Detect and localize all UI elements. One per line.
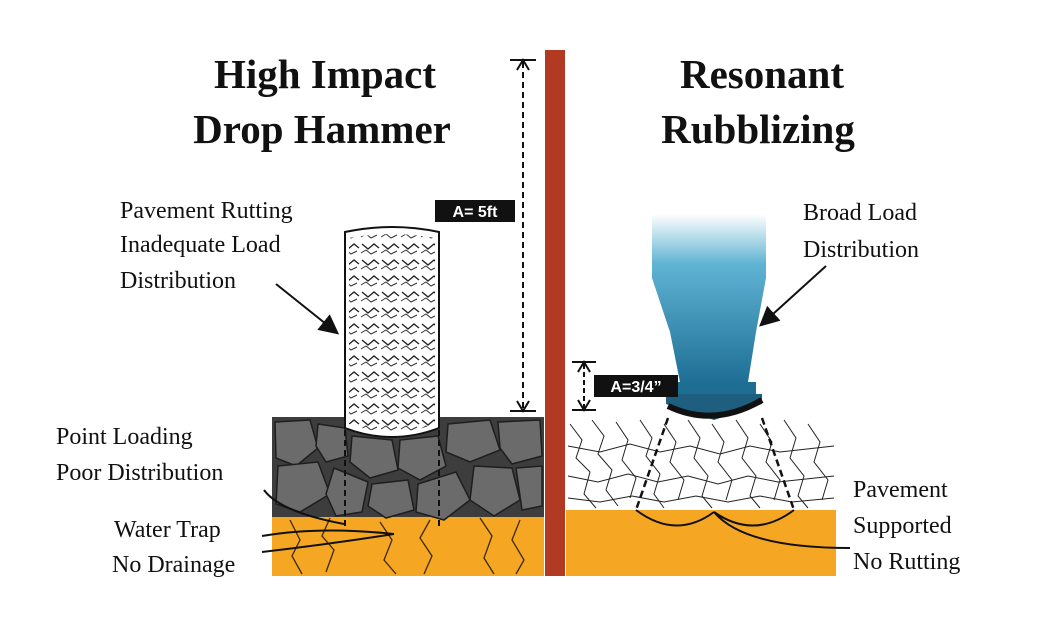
callout-rutting-line2: Inadequate Load	[120, 232, 281, 258]
resonant-head-shoe	[666, 394, 762, 420]
left-panel: High Impact Drop Hammer	[56, 51, 544, 578]
right-load-lines	[634, 417, 796, 511]
right-crack-network	[567, 419, 835, 509]
right-title-line1: Resonant	[680, 51, 844, 97]
right-measure-badge	[594, 375, 678, 397]
right-height-dimension	[572, 360, 596, 412]
left-measure-label: A= 5ft	[453, 204, 499, 221]
callout-water-line2: No Drainage	[112, 552, 235, 578]
resonant-foot	[666, 397, 764, 419]
right-panel: Resonant Rubblizing	[566, 51, 960, 576]
water-trap-pointer	[261, 529, 395, 553]
left-rubble-stones	[274, 419, 543, 521]
callout-point-loading: Point Loading Poor Distribution	[56, 424, 223, 486]
center-divider	[545, 50, 565, 576]
left-title-line2: Drop Hammer	[193, 106, 451, 152]
callout-supported-line3: No Rutting	[853, 549, 960, 575]
broad-load-arrow	[759, 265, 827, 327]
left-subbase-cracks	[289, 517, 525, 575]
point-loading-pointer	[263, 489, 345, 525]
callout-broad-load: Broad Load Distribution	[803, 200, 919, 263]
right-title-line2: Rubblizing	[661, 106, 855, 152]
left-load-lines	[344, 420, 440, 528]
left-title-line1: High Impact	[214, 51, 436, 97]
callout-point-line2: Poor Distribution	[56, 460, 223, 486]
callout-supported-line1: Pavement	[853, 477, 948, 503]
callout-broad-line2: Distribution	[803, 237, 919, 263]
rutting-arrow	[275, 283, 340, 335]
callout-water-trap: Water Trap No Drainage	[112, 517, 235, 578]
left-height-dimension	[510, 58, 536, 413]
callout-water-line1: Water Trap	[114, 517, 221, 543]
left-measure-badge	[435, 200, 515, 222]
right-cracked-layer	[566, 418, 836, 510]
resonant-head-base	[672, 382, 756, 394]
left-subbase	[272, 510, 544, 576]
tire-tread	[349, 234, 435, 432]
callout-rutting-line1: Pavement Rutting	[120, 198, 293, 224]
callout-broad-line1: Broad Load	[803, 200, 917, 226]
right-measure-label: A=3/4”	[610, 379, 661, 396]
callout-point-line1: Point Loading	[56, 424, 193, 450]
resonant-head-icon	[652, 214, 766, 382]
callout-rutting-line3: Distribution	[120, 268, 236, 294]
callout-supported: Pavement Supported No Rutting	[853, 477, 960, 575]
callout-rutting: Pavement Rutting Inadequate Load Distrib…	[120, 198, 293, 294]
right-support-arcs	[635, 509, 851, 549]
callout-supported-line2: Supported	[853, 513, 952, 539]
